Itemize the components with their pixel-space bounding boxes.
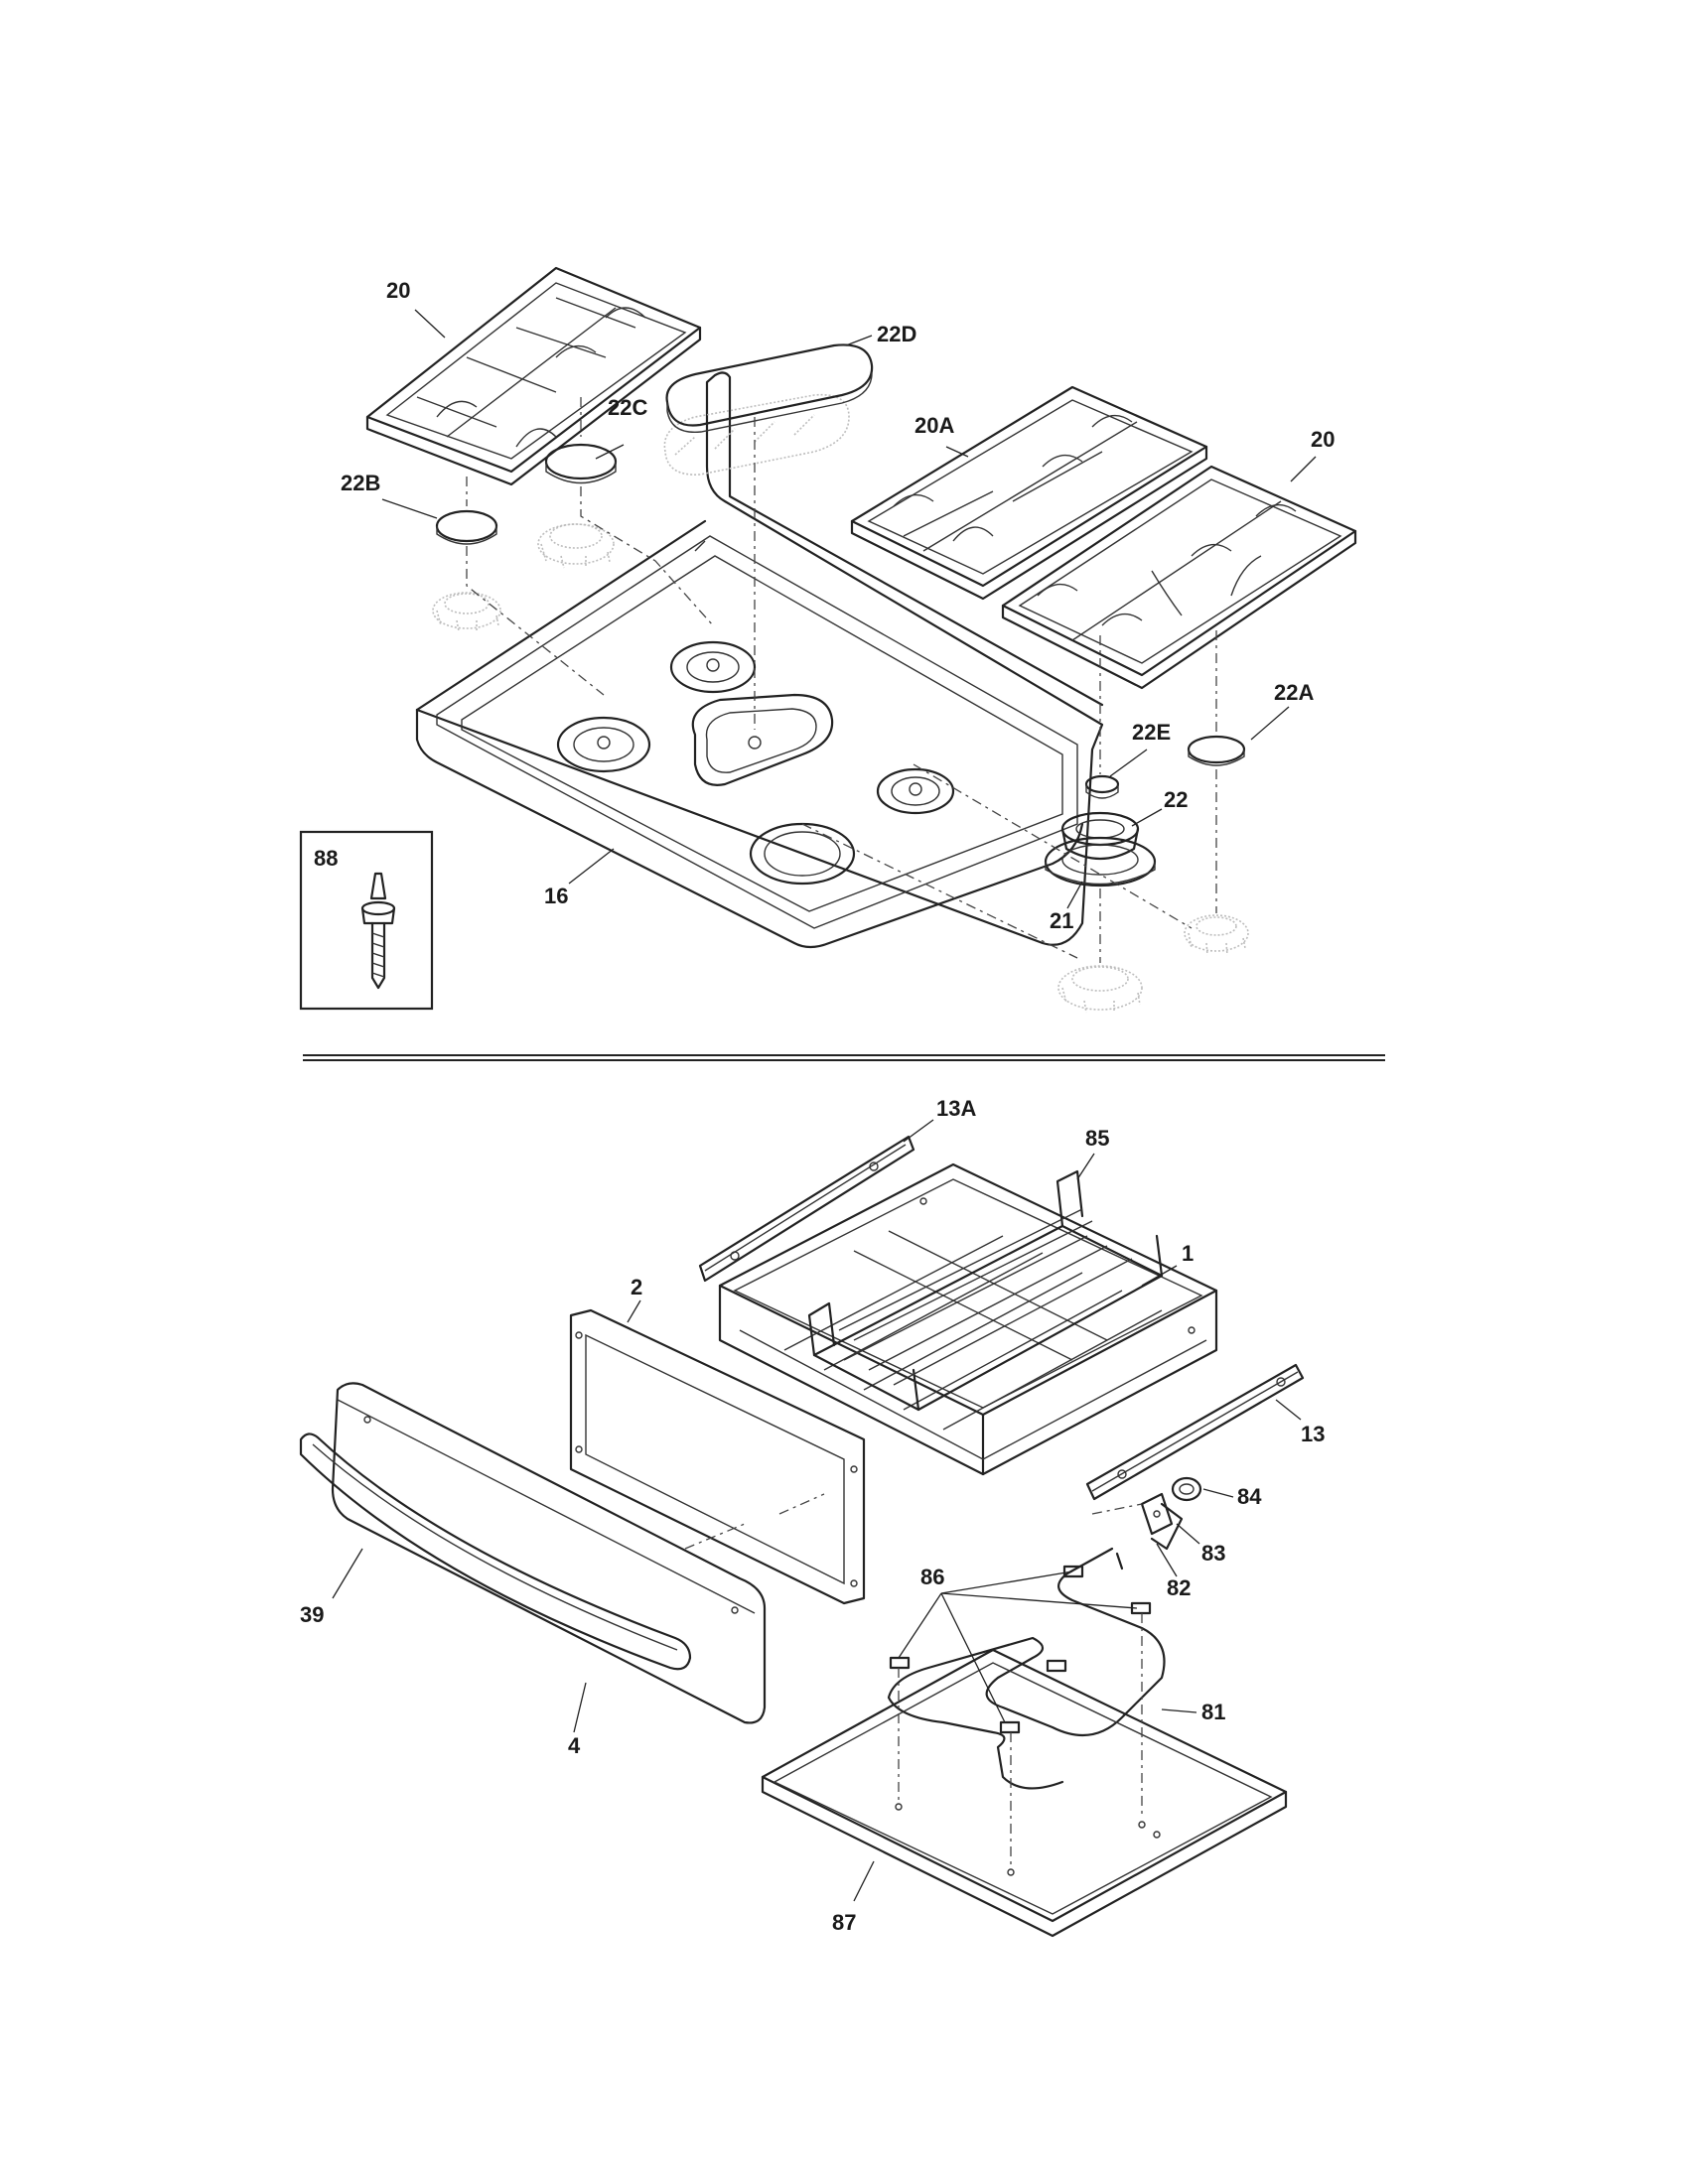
burner-cap-22c[interactable] (537, 443, 618, 569)
label-grate-left: 20 (386, 278, 410, 303)
top-dashed-guides (466, 397, 1217, 963)
drawer-slide-13[interactable] (1085, 1363, 1305, 1501)
label-slide-13a: 13A (936, 1096, 976, 1121)
heating-element[interactable] (887, 1547, 1166, 1790)
section-divider (303, 1054, 1385, 1061)
label-drawer-body-1: 1 (1182, 1241, 1194, 1266)
leader-lines (332, 309, 1317, 1902)
drawer-slide-13a[interactable] (698, 1135, 915, 1283)
cooktop-assembly (299, 266, 1357, 1014)
label-cap-22d: 22D (877, 322, 916, 346)
label-screw-88: 88 (314, 846, 338, 871)
label-tray-87: 87 (832, 1910, 856, 1935)
drawer-assembly (299, 1135, 1305, 1938)
grate-center[interactable] (850, 385, 1208, 601)
screw-icon (360, 872, 396, 990)
label-drawer-inner-2: 2 (631, 1275, 642, 1299)
label-clips-86: 86 (920, 1565, 944, 1589)
bottom-dashed-guides (684, 1493, 1143, 1866)
label-rack-85: 85 (1085, 1126, 1109, 1151)
grate-right[interactable] (1001, 465, 1357, 690)
oval-cap-22d[interactable] (663, 343, 874, 476)
bottom-tray[interactable] (761, 1648, 1288, 1938)
label-burner-base-21: 21 (1050, 908, 1073, 933)
label-drawer-front-4: 4 (568, 1733, 581, 1758)
label-part-83: 83 (1201, 1541, 1225, 1566)
label-slide-13: 13 (1301, 1422, 1325, 1446)
label-cap-22c: 22C (608, 395, 647, 420)
drawer-front[interactable] (331, 1382, 767, 1724)
drawer-handle[interactable] (299, 1433, 692, 1671)
label-grate-right: 20 (1311, 427, 1335, 452)
label-burner-22: 22 (1164, 787, 1188, 812)
grate-left[interactable] (365, 266, 702, 486)
part-labels: 20 22D 22C 20A 20 22B 22A 22E 22 21 16 8… (300, 278, 1335, 1935)
label-part-82: 82 (1167, 1575, 1191, 1600)
burner-assembly-22[interactable] (1044, 774, 1157, 1014)
drawer-inner-panel[interactable] (569, 1308, 866, 1605)
drawer-body[interactable] (718, 1162, 1218, 1476)
drawer-rack[interactable] (807, 1169, 1164, 1412)
cooktop-main-top[interactable] (415, 371, 1104, 949)
inset-box-88[interactable] (299, 830, 434, 1011)
label-cap-22b: 22B (341, 471, 380, 495)
label-element-81: 81 (1201, 1700, 1225, 1724)
label-handle-39: 39 (300, 1602, 324, 1627)
burner-cap-22a[interactable] (1184, 735, 1249, 956)
label-cooktop-16: 16 (544, 884, 568, 908)
label-part-84: 84 (1237, 1484, 1262, 1509)
label-cap-22a: 22A (1274, 680, 1314, 705)
burner-cap-22b[interactable] (432, 509, 501, 632)
label-cap-22e: 22E (1132, 720, 1171, 745)
label-grate-center: 20A (914, 413, 954, 438)
bracket-parts-82-83-84[interactable] (1140, 1476, 1202, 1551)
